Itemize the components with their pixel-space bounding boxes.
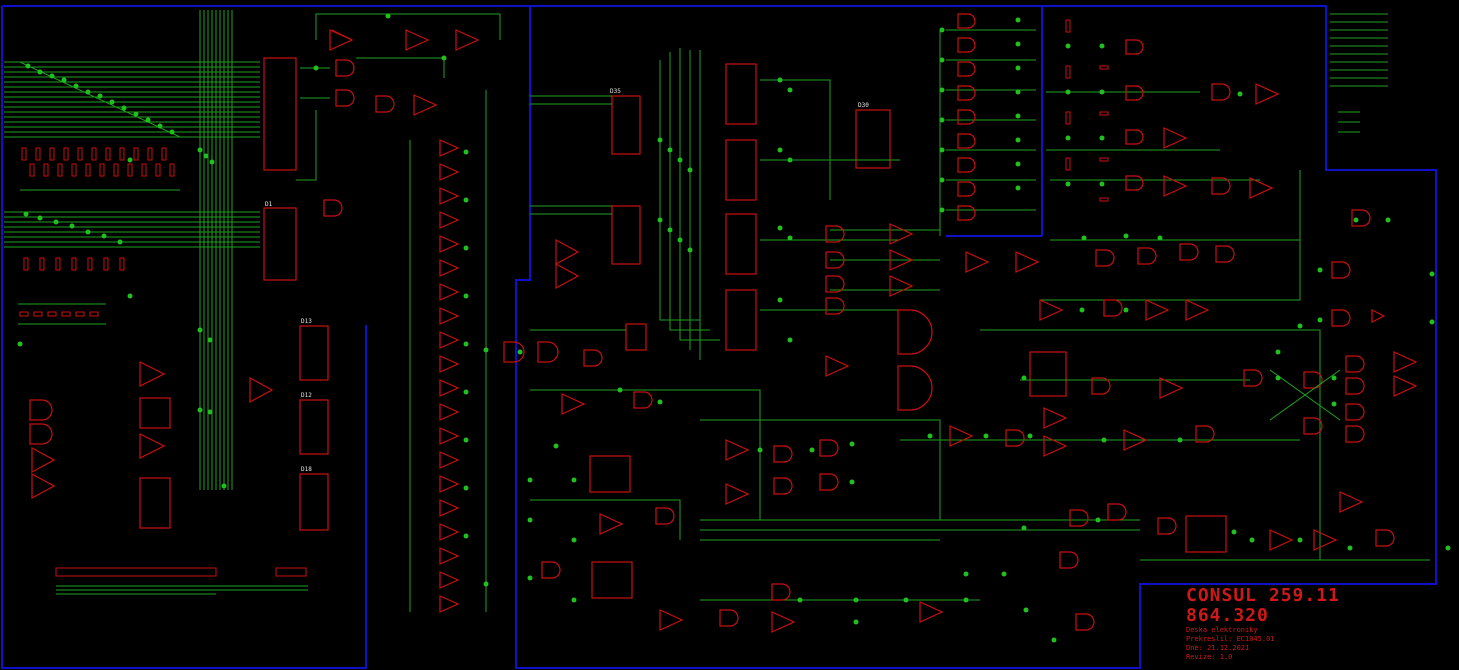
central-gates xyxy=(331,29,944,633)
chip-d1-label: D1 xyxy=(265,201,273,208)
bottom-connector xyxy=(55,567,308,595)
chip-d30-label: D30 xyxy=(858,102,869,109)
title-block: CONSUL 259.11 864.320 Deska elektroniky … xyxy=(1186,586,1436,662)
central-wires xyxy=(530,29,1430,601)
title-block-name: CONSUL 259.11 xyxy=(1186,585,1340,606)
chip-d12-label: D12 xyxy=(301,392,312,399)
chip-d13: D13 xyxy=(299,318,329,381)
title-block-line-1: Deska elektroniky xyxy=(1186,626,1258,634)
right-mid-gates xyxy=(949,209,1418,631)
chip-d30: D30 xyxy=(855,102,891,169)
chip-d18: D18 xyxy=(299,466,329,531)
left-gates xyxy=(29,29,480,500)
title-block-number: 864.320 xyxy=(1186,605,1269,626)
chip-upper-left xyxy=(263,57,297,171)
title-block-line-2: Prekreslil: EC1045.01 xyxy=(1186,635,1275,643)
chip-d12: D12 xyxy=(299,392,329,455)
chip-d18-label: D18 xyxy=(301,466,312,473)
input-bus-upper xyxy=(4,61,260,191)
top-left-wires xyxy=(296,13,501,181)
chip-small-left-1 xyxy=(139,397,171,529)
chip-d10 xyxy=(589,323,1227,599)
chip-d35: D35 xyxy=(610,88,641,265)
input-bus-lower xyxy=(4,211,260,325)
chip-d35-label: D35 xyxy=(610,88,621,95)
chip-d13-label: D13 xyxy=(301,318,312,325)
chip-center-stack xyxy=(725,63,757,351)
title-block-line-4: Revize: 1.0 xyxy=(1186,653,1233,661)
top-right-connector xyxy=(1330,13,1388,133)
inverter-column xyxy=(409,90,487,613)
vertical-bus xyxy=(199,10,233,490)
right-gate-array xyxy=(957,13,1280,221)
title-block-line-3: Dne: 21.12.2021 xyxy=(1186,644,1250,652)
sheet-border xyxy=(1,5,1437,669)
chip-d1: D1 xyxy=(263,201,297,281)
junction-dots xyxy=(17,13,1451,643)
